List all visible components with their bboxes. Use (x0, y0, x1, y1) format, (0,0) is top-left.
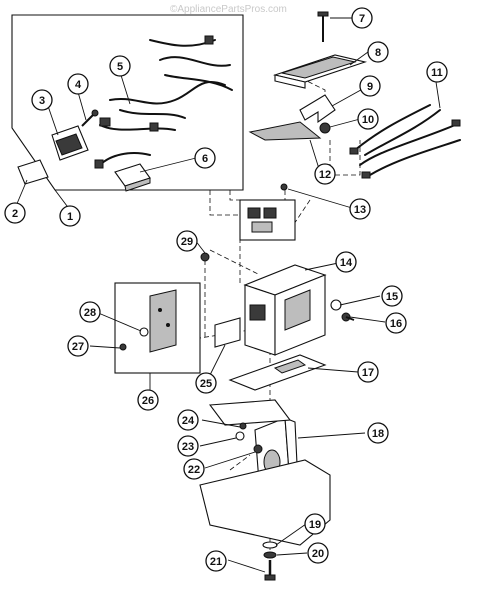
cabinet-base (199, 459, 331, 546)
callout-11: 11 (426, 61, 448, 83)
svg-text:10: 10 (362, 114, 374, 126)
callout-24: 24 (177, 409, 199, 431)
power-module (94, 152, 151, 192)
screw-small (81, 109, 99, 127)
svg-text:20: 20 (312, 548, 324, 560)
washer-19 (262, 541, 278, 549)
callout-17: 17 (357, 361, 379, 383)
callout-3: 3 (31, 89, 53, 111)
screw-13 (280, 183, 288, 191)
washer-23 (235, 431, 245, 441)
svg-text:18: 18 (372, 428, 384, 440)
svg-text:1: 1 (67, 211, 73, 223)
bolt-21 (264, 560, 276, 581)
callout-21: 21 (205, 550, 227, 572)
wire-harness-right (349, 104, 461, 179)
wire-harness (99, 35, 233, 132)
back-panel (114, 282, 201, 374)
label-25 (214, 317, 241, 348)
svg-text:26: 26 (142, 395, 154, 407)
callout-28: 28 (79, 301, 101, 323)
svg-text:24: 24 (182, 415, 195, 427)
svg-text:11: 11 (431, 67, 443, 79)
callout-7: 7 (351, 7, 373, 29)
callout-14: 14 (335, 251, 357, 273)
callout-2: 2 (4, 202, 26, 224)
callout-29: 29 (176, 230, 198, 252)
callout-19: 19 (304, 513, 326, 535)
display-module (51, 125, 89, 161)
svg-text:16: 16 (390, 318, 402, 330)
svg-text:17: 17 (362, 367, 374, 379)
screw-top (317, 11, 329, 42)
svg-text:25: 25 (200, 378, 212, 390)
screw-27 (119, 343, 127, 351)
svg-text:9: 9 (367, 81, 373, 93)
callout-12: 12 (314, 163, 336, 185)
callout-22: 22 (183, 458, 205, 480)
callout-13: 13 (349, 198, 371, 220)
callout-9: 9 (359, 75, 381, 97)
control-box-housing (243, 264, 327, 356)
callout-26: 26 (137, 389, 159, 411)
svg-text:6: 6 (202, 153, 208, 165)
svg-text:2: 2 (12, 208, 18, 220)
callout-4: 4 (67, 73, 89, 95)
svg-text:13: 13 (354, 204, 366, 216)
callout-15: 15 (381, 285, 403, 307)
nut-24 (239, 422, 247, 430)
callout-5: 5 (109, 55, 131, 77)
svg-text:15: 15 (386, 291, 398, 303)
svg-text:19: 19 (309, 519, 321, 531)
callout-18: 18 (367, 422, 389, 444)
svg-text:7: 7 (359, 13, 365, 25)
callout-10: 10 (357, 108, 379, 130)
svg-text:22: 22 (188, 464, 200, 476)
svg-text:4: 4 (75, 79, 82, 91)
svg-text:8: 8 (375, 47, 381, 59)
svg-text:27: 27 (72, 341, 84, 353)
callouts: 1 2 3 4 5 6 7 8 9 10 11 12 13 14 15 16 1… (4, 7, 448, 572)
nut (319, 122, 331, 134)
svg-text:21: 21 (210, 556, 222, 568)
svg-text:3: 3 (39, 95, 45, 107)
callout-6: 6 (194, 147, 216, 169)
callout-27: 27 (67, 335, 89, 357)
callout-25: 25 (195, 372, 217, 394)
label-card (17, 159, 49, 185)
svg-text:12: 12 (319, 169, 331, 181)
watermark: ©AppliancePartsPros.com (170, 4, 287, 15)
svg-text:14: 14 (340, 257, 353, 269)
screw-22 (253, 444, 263, 454)
svg-text:23: 23 (182, 441, 194, 453)
callout-1: 1 (59, 205, 81, 227)
washer-20 (263, 551, 277, 559)
bracket (299, 94, 336, 124)
callout-23: 23 (177, 435, 199, 457)
callout-8: 8 (367, 41, 389, 63)
svg-text:5: 5 (117, 61, 123, 73)
relay-assembly (239, 199, 296, 241)
mounting-plate (228, 354, 327, 391)
insulator-strip (248, 121, 322, 141)
cover-plate (272, 54, 368, 89)
washer-15 (330, 299, 342, 311)
callout-20: 20 (307, 542, 329, 564)
nut-29 (200, 252, 210, 262)
screw-28 (139, 327, 149, 337)
callout-16: 16 (385, 312, 407, 334)
svg-text:29: 29 (181, 236, 193, 248)
svg-text:28: 28 (84, 307, 96, 319)
